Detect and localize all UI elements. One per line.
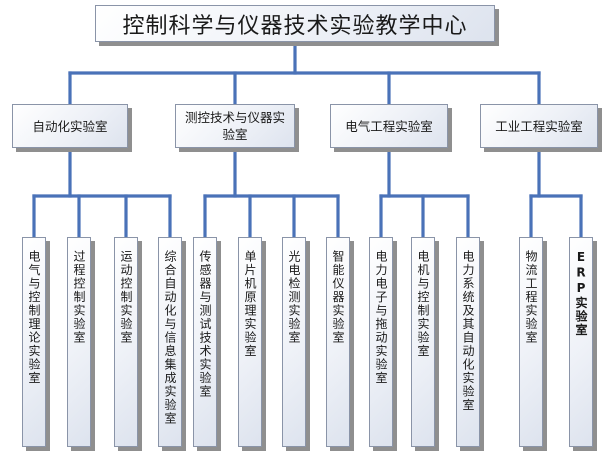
category-box: 自动化实验室 (12, 104, 128, 148)
category-label: 自动化实验室 (32, 118, 108, 134)
lab-label: 运动控制实验室 (119, 250, 133, 345)
lab-box: 电机与控制实验室 (411, 237, 435, 447)
lab-box: 电气与控制理论实验室 (22, 237, 46, 447)
category-label: 电气工程实验室 (345, 118, 433, 134)
lab-box: ERP实验室 (569, 237, 593, 447)
category-label: 工业工程实验室 (495, 118, 583, 134)
lab-box: 传感器与测试技术实验室 (193, 237, 217, 447)
lab-label: 智能仪器实验室 (331, 250, 345, 345)
lab-box: 电力系统及其自动化实验室 (456, 237, 480, 447)
lab-label: ERP实验室 (574, 250, 588, 337)
lab-label: 物流工程实验室 (524, 250, 538, 345)
lab-label: 传感器与测试技术实验室 (198, 250, 212, 399)
lab-box: 过程控制实验室 (67, 237, 91, 447)
center-title-box: 控制科学与仪器技术实验教学中心 (95, 5, 495, 42)
lab-label: 电机与控制实验室 (416, 250, 430, 358)
category-label: 测控技术与仪器实验室 (184, 110, 285, 142)
lab-label: 综合自动化与信息集成实验室 (163, 250, 177, 426)
center-title: 控制科学与仪器技术实验教学中心 (122, 13, 468, 39)
lab-box: 电力电子与拖动实验室 (369, 237, 393, 447)
lab-label: 过程控制实验室 (72, 250, 86, 345)
lab-box: 综合自动化与信息集成实验室 (158, 237, 182, 447)
lab-box: 运动控制实验室 (114, 237, 138, 447)
lab-label: 光电检测实验室 (287, 250, 301, 345)
category-box: 电气工程实验室 (330, 104, 448, 148)
lab-label: 电力系统及其自动化实验室 (461, 250, 475, 412)
lab-box: 单片机原理实验室 (238, 237, 262, 447)
lab-box: 物流工程实验室 (519, 237, 543, 447)
lab-box: 智能仪器实验室 (326, 237, 350, 447)
category-box: 测控技术与仪器实验室 (175, 104, 295, 148)
lab-label: 电气与控制理论实验室 (27, 250, 41, 385)
lab-box: 光电检测实验室 (282, 237, 306, 447)
category-box: 工业工程实验室 (480, 104, 598, 148)
lab-label: 电力电子与拖动实验室 (374, 250, 388, 385)
lab-label: 单片机原理实验室 (243, 250, 257, 358)
